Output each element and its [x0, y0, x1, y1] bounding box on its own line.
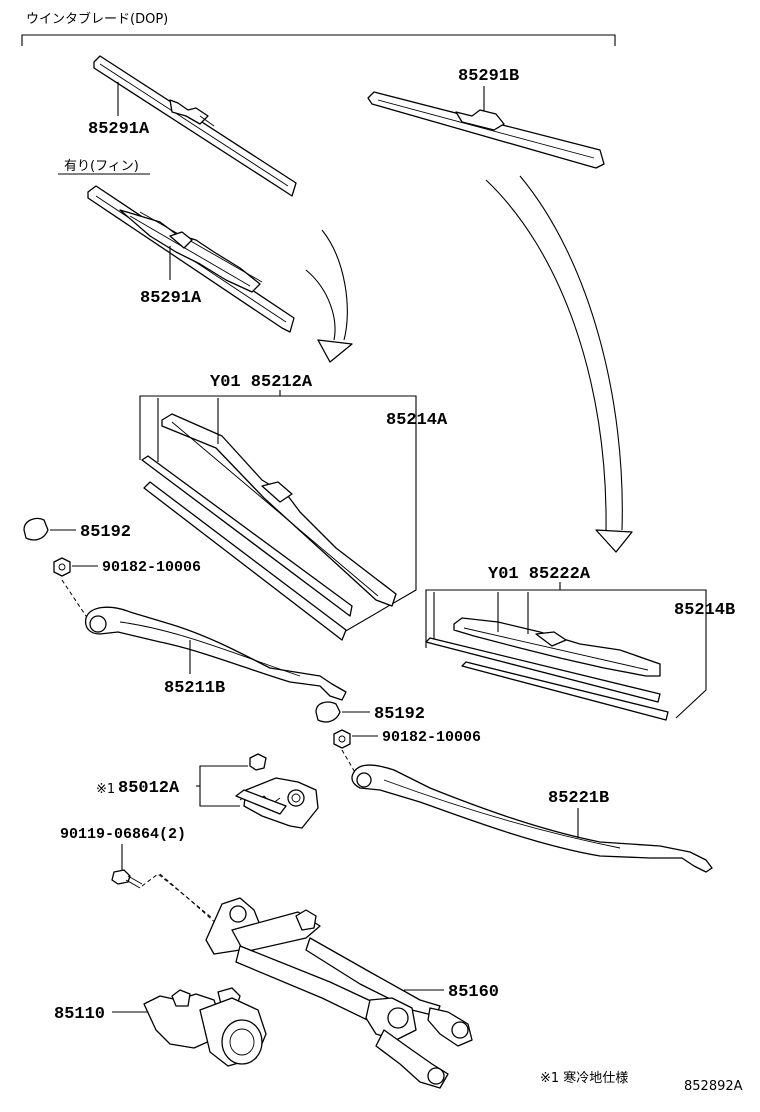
arm-85211b[interactable]	[84, 606, 347, 701]
fin-note: 有り(フィン)	[64, 159, 139, 174]
label-85291b: 85291B	[458, 67, 519, 86]
cap-85192-right[interactable]	[315, 701, 341, 723]
cap-85192-left[interactable]	[23, 517, 49, 541]
label-85110: 85110	[54, 1005, 105, 1024]
dash-90182-right	[341, 749, 357, 775]
label-85160: 85160	[448, 983, 499, 1002]
kit-mark: ※1	[96, 782, 115, 797]
label-90182-right: 90182-10006	[382, 729, 481, 746]
kit-85012a[interactable]	[235, 753, 319, 829]
label-85212a: Y01 85212A	[210, 373, 313, 392]
label-85012a: 85012A	[118, 779, 180, 798]
label-85291a-fin: 85291A	[140, 289, 202, 308]
blade-85222a[interactable]	[425, 592, 669, 721]
bracket-85222a	[425, 589, 707, 719]
blade-85291a-fin[interactable]	[87, 185, 295, 333]
blade-85291b[interactable]	[367, 91, 605, 169]
arrow-right	[485, 175, 633, 553]
label-85291a-top: 85291A	[88, 120, 150, 139]
label-85222a: Y01 85222A	[488, 565, 591, 584]
label-90182-left: 90182-10006	[102, 559, 201, 576]
dash-90119-a	[141, 873, 213, 919]
link-85160[interactable]	[205, 897, 473, 1089]
label-85211b: 85211B	[164, 679, 225, 698]
arm-85221b[interactable]	[351, 764, 713, 873]
label-85221b: 85221B	[548, 789, 609, 808]
blade-85212a[interactable]	[141, 398, 397, 641]
label-85214b: 85214B	[674, 601, 735, 620]
header-title: ウインタブレード(DOP)	[26, 11, 168, 27]
label-90119: 90119-06864(2)	[60, 826, 186, 843]
bolt-90119[interactable]	[111, 869, 143, 889]
footer-code: 852892A	[684, 1079, 743, 1094]
header-bracket: ウインタブレード(DOP)	[21, 11, 616, 46]
bracket-85012a	[199, 765, 248, 807]
motor-85110[interactable]	[143, 987, 267, 1067]
dash-90182-left	[61, 579, 91, 623]
nut-90182-left[interactable]	[53, 557, 71, 577]
label-85192-right: 85192	[374, 705, 425, 724]
arrow-left	[305, 229, 353, 363]
label-85192-left: 85192	[80, 523, 131, 542]
nut-90182-right[interactable]	[333, 729, 351, 749]
blade-85291a-top[interactable]	[93, 55, 297, 197]
footer-note: ※1 寒冷地仕様	[540, 1070, 628, 1086]
label-85214a: 85214A	[386, 411, 448, 430]
